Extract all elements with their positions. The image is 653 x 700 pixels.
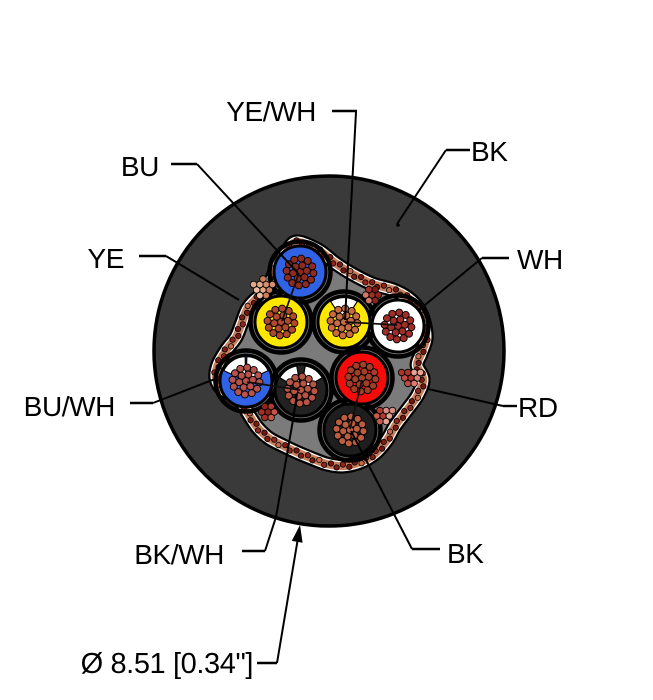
cable-art [130,109,517,665]
label-bk: BK [447,538,484,569]
label-ye-wh: YE/WH [226,96,316,127]
label-bu-wh: BU/WH [24,391,115,422]
label-rd: RD [518,392,558,423]
label-outer-diameter: Ø 8.51 [0.34"] [81,648,253,680]
label-bk-wh: BK/WH [134,539,224,570]
label-bk-jacket: BK [471,136,508,167]
label-bu: BU [121,151,159,182]
label-wh: WH [517,244,563,275]
label-ye: YE [87,243,124,274]
